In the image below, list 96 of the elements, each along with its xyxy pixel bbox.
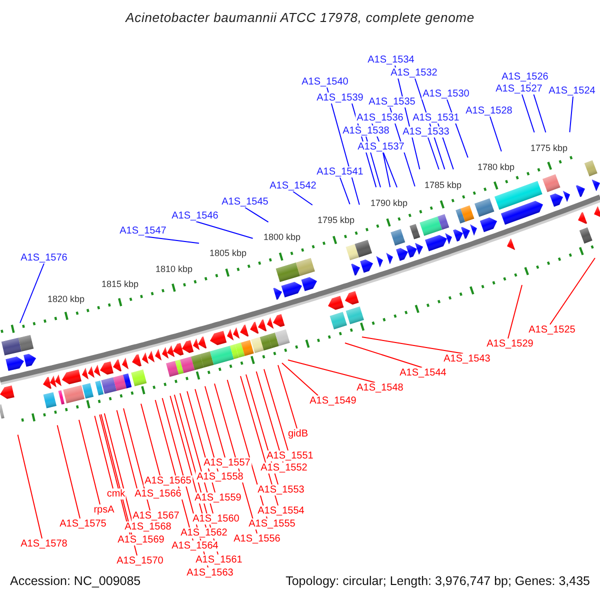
- gene-label: A1S_1558: [196, 472, 244, 482]
- gene-label: cmk: [106, 488, 126, 500]
- gene-label: A1S_1576: [20, 252, 68, 264]
- gene-label: A1S_1569: [116, 534, 166, 546]
- gene-label: A1S_1553: [256, 484, 306, 496]
- gene-label: A1S_1527: [494, 84, 544, 94]
- gene-label: A1S_1538: [342, 126, 390, 136]
- gene-label: A1S_1531: [412, 112, 460, 124]
- leader-line: [288, 360, 376, 383]
- gene-label: A1S_1564: [170, 540, 220, 552]
- leader-line: [362, 336, 464, 354]
- gene-label: A1S_1552: [260, 462, 308, 474]
- gene-label: A1S_1528: [464, 106, 514, 116]
- gene-label: A1S_1544: [398, 368, 448, 378]
- leader-line: [194, 388, 218, 472]
- gene-label: A1S_1575: [58, 518, 108, 530]
- leader-line: [196, 221, 254, 239]
- leader-line: [569, 96, 574, 133]
- gene-label: A1S_1537: [356, 142, 406, 152]
- leader-line: [244, 207, 269, 223]
- gene-label: A1S_1556: [232, 534, 282, 544]
- scale-label: 1815 kbp: [100, 280, 140, 290]
- footer-note: Accession: NC_009085: [10, 575, 141, 589]
- gene-label: A1S_1560: [192, 514, 240, 524]
- footer-note: Topology: circular; Length: 3,976,747 bp; Genes: 3,435: [286, 575, 590, 589]
- leader-line: [256, 371, 284, 463]
- leader-line: [264, 368, 288, 451]
- gene-label: A1S_1568: [124, 522, 172, 532]
- leader-line: [340, 177, 350, 205]
- scale-label: 1780 kbp: [476, 163, 516, 173]
- leader-line: [522, 94, 535, 133]
- gene-label: A1S_1524: [548, 86, 596, 96]
- leader-line: [116, 410, 138, 489]
- leader-line: [56, 424, 80, 519]
- scale-label: 1790 kbp: [369, 199, 409, 209]
- leader-line: [94, 415, 114, 489]
- gene-label: A1S_1554: [256, 506, 306, 516]
- leader-line: [282, 362, 318, 396]
- leader-line: [508, 284, 522, 339]
- leader-line: [17, 434, 42, 539]
- gene-label: A1S_1567: [132, 510, 180, 522]
- gene-label: A1S_1530: [422, 88, 470, 100]
- gene-label: A1S_1549: [308, 396, 358, 406]
- leader-line: [78, 419, 100, 505]
- leader-line: [104, 412, 132, 522]
- gene-label: gidB: [287, 428, 309, 440]
- gene-label: A1S_1536: [356, 112, 404, 124]
- leader-line: [382, 152, 391, 188]
- gene-label: A1S_1545: [220, 196, 270, 208]
- gene-label: A1S_1551: [266, 450, 314, 462]
- gene-label: A1S_1561: [194, 554, 244, 566]
- leader-line: [144, 236, 200, 244]
- gene-label: A1S_1533: [402, 126, 450, 138]
- gene-label: A1S_1578: [20, 538, 68, 550]
- diagram-title: Acinetobacter baumannii ATCC 17978, complete genome: [126, 10, 474, 26]
- leader-line: [204, 386, 226, 458]
- gene-label: A1S_1543: [442, 354, 492, 364]
- gene-label: A1S_1565: [144, 476, 192, 486]
- leader-line: [278, 364, 298, 429]
- scale-label: 1800 kbp: [262, 233, 302, 243]
- leader-line: [20, 263, 44, 324]
- scale-label: 1785 kbp: [423, 181, 463, 191]
- gene-label: A1S_1541: [316, 166, 364, 178]
- leader-line: [292, 191, 313, 206]
- gene-label: A1S_1570: [116, 556, 164, 566]
- leader-line: [490, 116, 502, 152]
- gene-label: A1S_1534: [366, 54, 416, 66]
- gene-label: A1S_1529: [486, 338, 534, 350]
- gene-label: A1S_1548: [356, 382, 404, 394]
- scale-label: 1775 kbp: [529, 144, 569, 154]
- gene-label: A1S_1562: [180, 528, 228, 538]
- leader-line: [140, 403, 160, 476]
- gene-label: A1S_1557: [202, 458, 252, 468]
- gene-label: A1S_1525: [528, 324, 576, 336]
- leader-line: [428, 137, 440, 170]
- gene-label: A1S_1542: [268, 180, 318, 192]
- gene-label: A1S_1566: [134, 488, 182, 500]
- gene-label: A1S_1526: [500, 72, 550, 82]
- gene-label: A1S_1535: [368, 96, 416, 108]
- gene-label: A1S_1555: [248, 518, 296, 530]
- gene-label: A1S_1547: [118, 226, 168, 236]
- gene-label: A1S_1539: [316, 92, 364, 104]
- scale-label: 1805 kbp: [208, 249, 248, 259]
- gene-label: A1S_1540: [300, 76, 350, 88]
- leader-line: [344, 342, 422, 368]
- leader-line: [99, 414, 130, 535]
- leader-line: [123, 408, 150, 511]
- leader-line: [550, 258, 596, 325]
- gene-label: A1S_1546: [170, 210, 220, 222]
- scale-label: 1810 kbp: [154, 265, 194, 275]
- scale-label: 1795 kbp: [316, 216, 356, 226]
- gene-label: A1S_1563: [186, 568, 234, 578]
- gene-label: rpsA: [92, 504, 116, 516]
- gene-label: A1S_1532: [390, 68, 438, 78]
- gene-label: A1S_1559: [194, 492, 242, 504]
- scale-label: 1820 kbp: [46, 295, 86, 305]
